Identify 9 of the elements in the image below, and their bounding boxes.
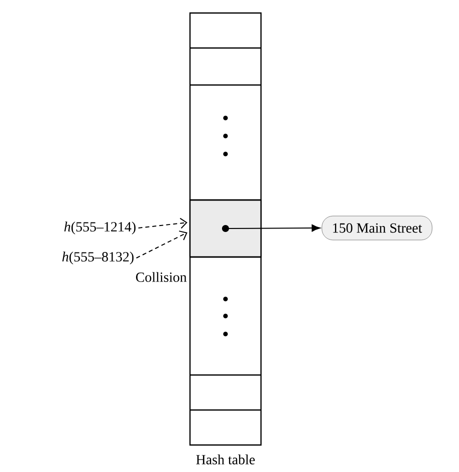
record-box: 150 Main Street [322, 216, 432, 240]
arrow [136, 230, 188, 258]
highlighted-cell [189, 199, 262, 258]
hash-key: h(555–8132) [62, 252, 134, 264]
hash-key: h(555–1214) [64, 222, 136, 234]
collision-label: Collision [136, 272, 187, 282]
arrow [138, 218, 188, 229]
hash-table: Hash table [189, 12, 262, 464]
node-label: Hash table [196, 454, 255, 464]
